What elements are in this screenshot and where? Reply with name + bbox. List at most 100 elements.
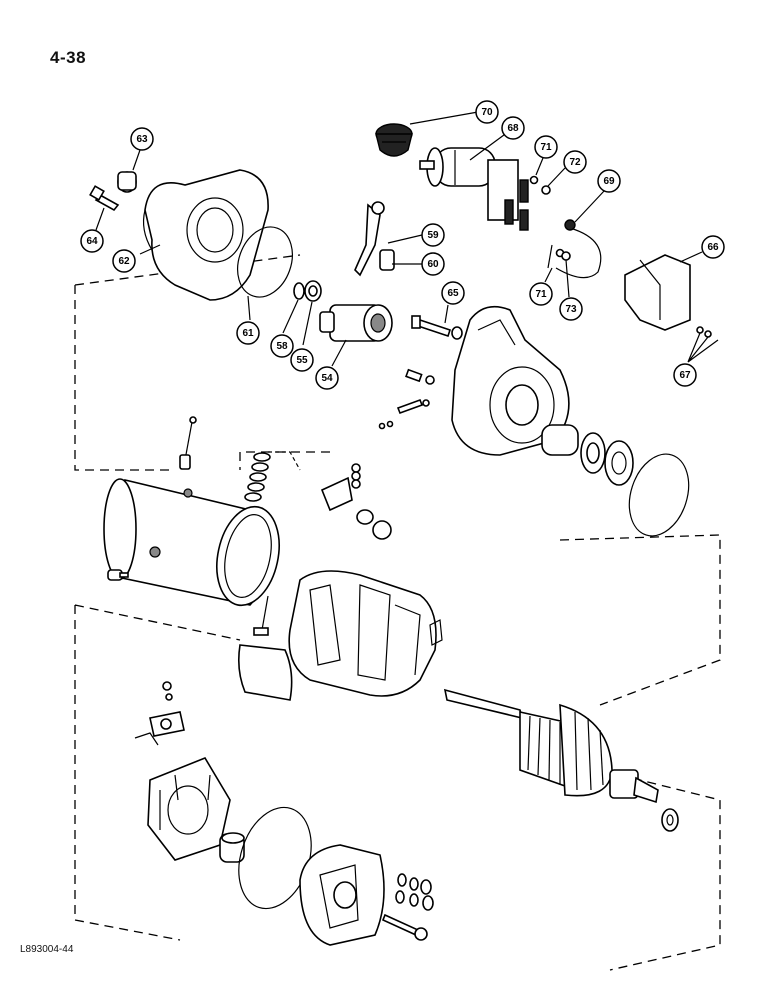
solenoid-cover — [624, 254, 691, 331]
leader-58 — [282, 299, 299, 334]
bushing-63 — [117, 171, 137, 193]
callout-66: 66 — [701, 235, 725, 259]
callout-label: 72 — [569, 157, 581, 168]
callout-62: 62 — [112, 249, 136, 273]
terminal-insulators — [244, 451, 301, 502]
callout-label: 70 — [481, 107, 493, 118]
callout-58: 58 — [270, 334, 294, 358]
callout-59: 59 — [421, 223, 445, 247]
callout-69: 69 — [597, 169, 621, 193]
jumper-lead — [547, 219, 602, 279]
leader-71b — [544, 267, 553, 283]
callout-circle — [80, 229, 104, 253]
brush-holder-plate — [147, 757, 231, 861]
callout-label: 64 — [86, 236, 98, 247]
callout-label: 59 — [427, 230, 439, 241]
small-nuts — [529, 175, 571, 261]
callout-label: 69 — [603, 176, 615, 187]
callout-60: 60 — [421, 252, 445, 276]
callout-64: 64 — [80, 229, 104, 253]
callout-circle — [673, 363, 697, 387]
page-number: 4-38 — [50, 48, 87, 67]
small-hardware-upper — [378, 368, 435, 430]
callout-68: 68 — [501, 116, 525, 140]
leader-64 — [95, 207, 105, 231]
callout-71: 71 — [534, 135, 558, 159]
leader-73 — [565, 259, 570, 298]
drive-end-head — [451, 305, 570, 456]
leader-61 — [247, 295, 251, 321]
callout-circle — [270, 334, 294, 358]
field-coils — [288, 570, 443, 697]
leader-71a — [535, 157, 544, 176]
callout-circle — [290, 348, 314, 372]
callout-circle — [529, 282, 553, 306]
callout-circle — [701, 235, 725, 259]
leader-67 — [687, 332, 719, 363]
callout-label: 60 — [427, 259, 439, 270]
boot — [375, 123, 413, 157]
terminal-bracket — [320, 463, 392, 540]
terminal-stud — [179, 416, 197, 470]
leader-72 — [547, 167, 566, 187]
callout-67: 67 — [673, 363, 697, 387]
callout-circle — [559, 297, 583, 321]
callout-label: 58 — [276, 341, 288, 352]
callout-circle — [475, 100, 499, 124]
callout-circle — [441, 281, 465, 305]
leader-66 — [679, 251, 703, 263]
callout-label: 65 — [447, 288, 459, 299]
commutator-end-head — [299, 844, 385, 946]
callout-circle — [315, 366, 339, 390]
callout-label: 63 — [136, 134, 148, 145]
pole-shoe — [238, 644, 293, 701]
callout-circle — [130, 127, 154, 151]
callout-circle — [501, 116, 525, 140]
callout-circle — [421, 252, 445, 276]
washers-58-55 — [293, 280, 322, 302]
frame-screw — [107, 569, 129, 581]
callout-label: 55 — [296, 355, 308, 366]
brush-parts — [134, 681, 185, 746]
pole-screw — [253, 595, 269, 636]
callout-circle — [236, 321, 260, 345]
callout-circle — [597, 169, 621, 193]
callout-55: 55 — [290, 348, 314, 372]
callout-label: 71 — [540, 142, 552, 153]
upper-assembly-dashed-outline — [74, 254, 721, 706]
leader-63 — [132, 149, 141, 171]
leader-69 — [574, 189, 606, 223]
callout-label: 66 — [707, 242, 719, 253]
callout-63: 63 — [130, 127, 154, 151]
drive-housing — [142, 169, 269, 301]
callout-65: 65 — [441, 281, 465, 305]
end-hardware — [381, 873, 434, 941]
bolt-65 — [411, 315, 463, 340]
field-frame — [103, 478, 280, 607]
o-ring-61 — [237, 226, 293, 298]
leader-70 — [409, 111, 479, 125]
shift-lever — [354, 201, 395, 277]
callout-label: 54 — [321, 373, 333, 384]
figure-code: L893004-44 — [20, 944, 74, 955]
callout-label: 61 — [242, 328, 254, 339]
callout-circle — [112, 249, 136, 273]
callout-54: 54 — [315, 366, 339, 390]
callout-label: 71 — [535, 289, 547, 300]
callout-label: 67 — [679, 370, 691, 381]
solenoid — [419, 147, 529, 231]
callout-circle — [421, 223, 445, 247]
leader-62 — [139, 244, 161, 255]
leader-55 — [302, 301, 313, 346]
callout-70: 70 — [475, 100, 499, 124]
cover-screws — [696, 326, 712, 338]
drive-end-parts — [541, 424, 690, 537]
callout-label: 68 — [507, 123, 519, 134]
leader-65 — [444, 304, 449, 324]
callout-circle — [534, 135, 558, 159]
leader-68 — [469, 131, 509, 161]
end-bushing — [219, 832, 245, 863]
callout-label: 62 — [118, 256, 130, 267]
callout-72: 72 — [563, 150, 587, 174]
